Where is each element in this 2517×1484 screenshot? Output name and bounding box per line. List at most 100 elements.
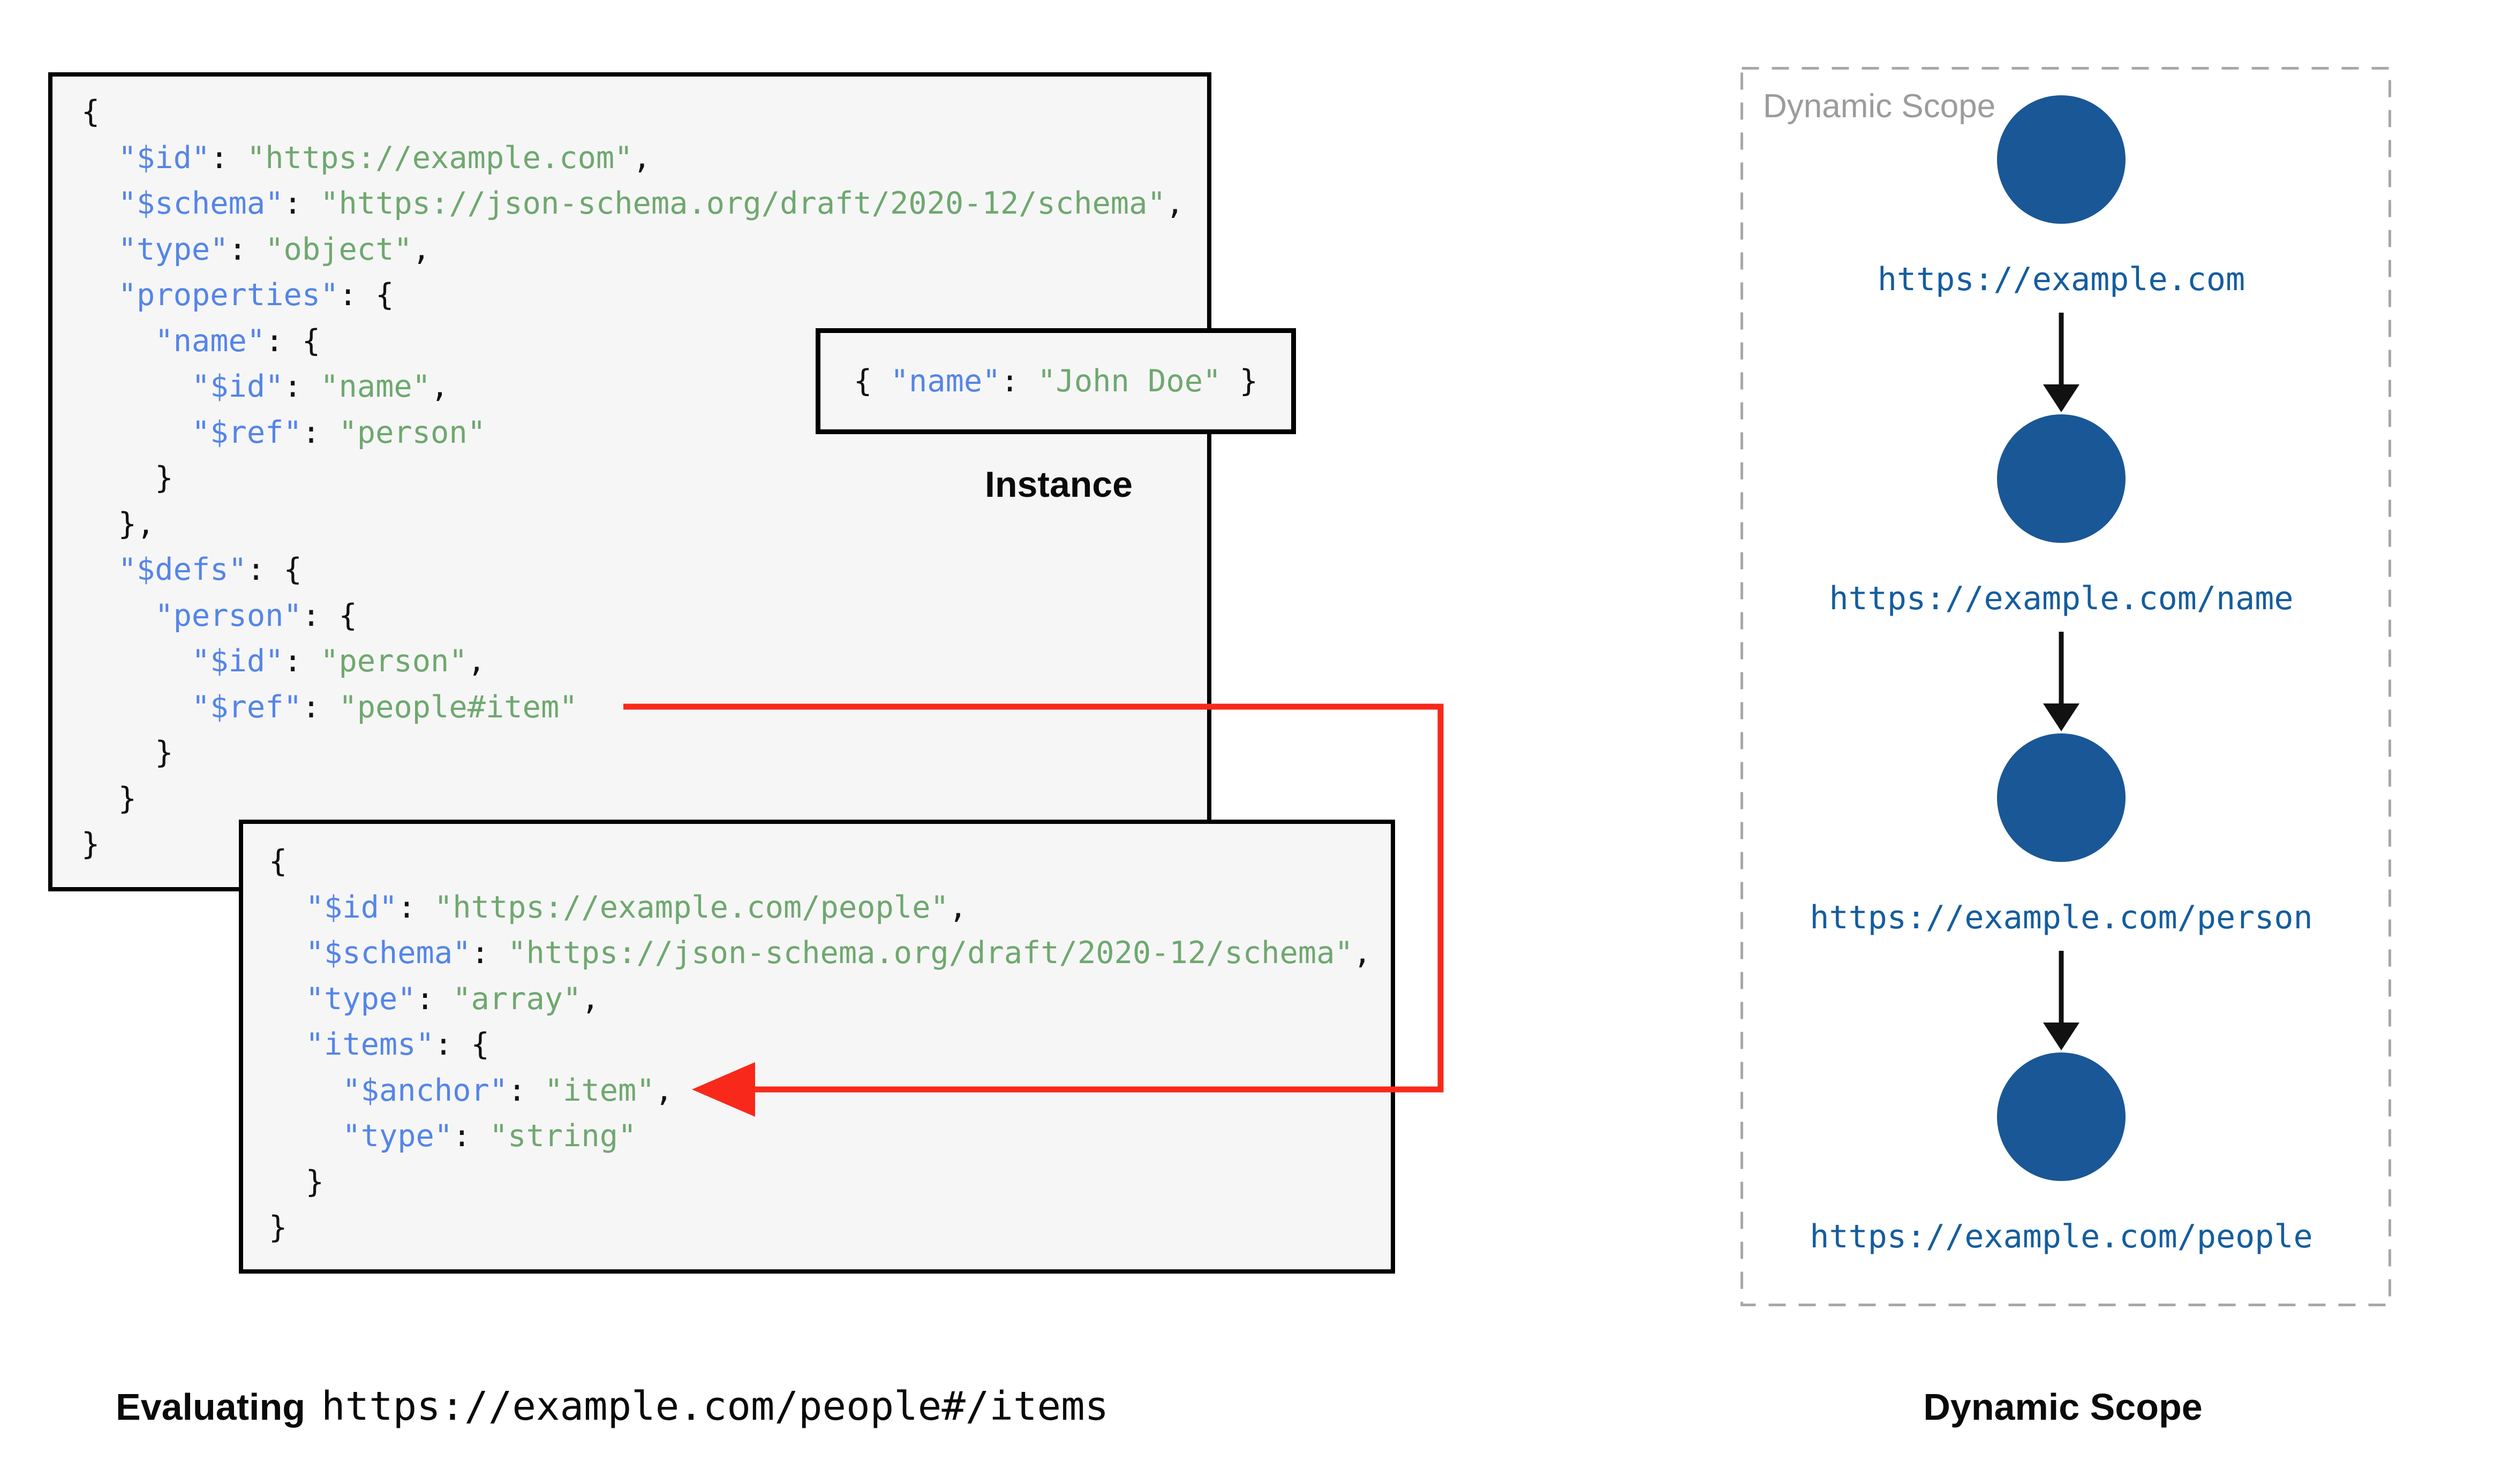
code-line: "name": {	[81, 319, 1184, 365]
code-token: }	[81, 827, 100, 862]
code-token: ,	[632, 140, 651, 176]
code-token: "type"	[342, 1118, 453, 1154]
dynamic-scope-caption: Dynamic Scope	[1923, 1386, 2203, 1428]
code-line: }	[81, 776, 1184, 822]
code-token: }	[1221, 364, 1258, 399]
code-line: "$anchor": "item",	[269, 1068, 1371, 1114]
code-token	[81, 643, 192, 679]
code-token: ,	[581, 981, 600, 1017]
code-token: "$anchor"	[342, 1072, 508, 1108]
down-arrow-icon	[2043, 313, 2079, 412]
code-token	[269, 1027, 306, 1062]
code-token: ,	[431, 369, 449, 404]
code-token: "item"	[544, 1072, 655, 1108]
code-token	[269, 890, 306, 925]
code-token: : {	[338, 277, 394, 313]
schema-code-people: { "$id": "https://example.com/people", "…	[239, 839, 1371, 1251]
code-line: },	[81, 502, 1184, 548]
code-line: "$ref": "person"	[81, 410, 1184, 456]
code-token: "https://json-schema.org/draft/2020-12/s…	[508, 935, 1353, 971]
code-token	[81, 415, 192, 450]
code-token: "people#item"	[338, 689, 578, 725]
code-token: "person"	[155, 597, 302, 633]
code-token: "array"	[453, 981, 582, 1017]
scope-node-url: https://example.com/person	[1810, 899, 2313, 936]
code-token: "person"	[338, 414, 486, 450]
code-line: "$schema": "https://json-schema.org/draf…	[269, 930, 1371, 976]
down-arrowhead-icon	[2043, 384, 2079, 412]
code-token: :	[416, 981, 453, 1017]
code-token: "name"	[890, 364, 1001, 399]
code-token: "properties"	[118, 277, 339, 313]
code-token: :	[471, 935, 508, 971]
dynamic-scope-panel-border	[1740, 67, 2391, 1306]
instance-code: { "name": "John Doe" }	[854, 364, 1258, 399]
code-token: }	[81, 781, 137, 816]
code-token: ,	[654, 1072, 674, 1108]
code-token	[81, 690, 192, 725]
code-token	[269, 981, 306, 1017]
code-token: "name"	[320, 369, 431, 404]
code-token: "$id"	[191, 369, 284, 404]
code-token	[81, 140, 118, 176]
code-token	[81, 232, 118, 267]
code-token: :	[397, 889, 434, 925]
dynamic-scope-nodes	[1997, 95, 2126, 1181]
code-token: :	[1000, 364, 1038, 399]
code-token: "John Doe"	[1037, 364, 1222, 399]
code-line: "person": {	[81, 593, 1184, 639]
scope-node-circle	[1997, 95, 2126, 224]
code-line: "$defs": {	[81, 547, 1184, 593]
code-token: "$defs"	[118, 552, 247, 587]
down-arrowhead-icon	[2043, 703, 2079, 731]
code-line: "$ref": "people#item"	[81, 685, 1184, 731]
code-token	[269, 1073, 342, 1108]
down-arrow-icon	[2043, 951, 2079, 1050]
code-line: "$id": "https://example.com",	[81, 135, 1184, 181]
code-token: "https://example.com/people"	[434, 889, 949, 925]
code-token: :	[283, 186, 321, 221]
code-token: "$schema"	[118, 186, 284, 221]
scope-node-url: https://example.com/name	[1829, 580, 2294, 617]
code-line: }	[269, 1160, 1371, 1206]
code-token: "$schema"	[305, 935, 471, 971]
code-token: "$ref"	[191, 414, 302, 450]
code-token: : {	[246, 552, 302, 587]
code-token: "$id"	[191, 643, 284, 679]
code-token	[81, 277, 118, 313]
code-token: : {	[434, 1027, 489, 1062]
code-token: : {	[302, 597, 357, 633]
code-token: "https://json-schema.org/draft/2020-12/s…	[320, 186, 1166, 221]
code-line: }	[269, 1205, 1371, 1251]
scope-node-circle	[1997, 414, 2126, 543]
code-token: "object"	[265, 231, 412, 267]
code-token: :	[302, 689, 339, 725]
scope-node-circle	[1997, 1053, 2126, 1181]
scope-node-url: https://example.com/people	[1810, 1218, 2313, 1255]
code-line: "$id": "name",	[81, 364, 1184, 410]
code-line: "$id": "https://example.com/people",	[269, 885, 1371, 931]
evaluating-caption: Evaluating https://example.com/people#/i…	[116, 1375, 1109, 1439]
instance-label: Instance	[985, 464, 1133, 505]
code-token: {	[81, 94, 100, 130]
scope-node-url: https://example.com	[1877, 261, 2245, 298]
code-token: }	[81, 460, 174, 496]
code-token	[81, 369, 192, 404]
code-token: "person"	[320, 643, 468, 679]
evaluating-caption-prefix: Evaluating	[116, 1386, 305, 1428]
code-token: "name"	[155, 323, 266, 359]
code-line: "type": "string"	[269, 1114, 1371, 1160]
code-token: {	[854, 364, 891, 399]
code-token: ,	[1165, 186, 1185, 221]
code-token: "type"	[118, 231, 229, 267]
code-token: "$id"	[118, 140, 210, 176]
code-token: :	[302, 414, 339, 450]
code-token: "items"	[305, 1027, 434, 1062]
code-token: }	[269, 1164, 324, 1200]
code-line: "type": "array",	[269, 976, 1371, 1023]
code-token: :	[283, 643, 321, 679]
code-token: :	[508, 1072, 545, 1108]
code-line: "$schema": "https://json-schema.org/draf…	[81, 181, 1184, 227]
code-token: :	[453, 1118, 489, 1154]
